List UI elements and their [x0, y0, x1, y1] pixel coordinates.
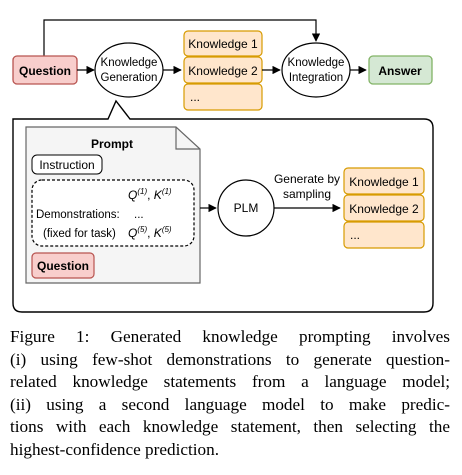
detail-knowledge-1-label: Knowledge 1: [349, 175, 419, 189]
top-knowledge-1-box: [183, 30, 263, 57]
demonstrations-label: Demonstrations:: [36, 209, 120, 221]
generated-knowledge-diagram: Question Knowledge Generation Knowledge …: [12, 19, 434, 313]
top-knowledge-1-label: Knowledge 1: [188, 37, 258, 51]
caption-line: tions with each knowledge statement, the…: [10, 417, 450, 437]
caption-line: (i) using few-shot demonstrations to gen…: [10, 349, 450, 369]
knowledge-integration-node: [281, 42, 351, 98]
knowledge-integration-label-1: Knowledge: [288, 57, 345, 69]
detail-knowledge-2-label: Knowledge 2: [349, 202, 419, 216]
demonstrations-box: [31, 179, 195, 247]
knowledge-integration-label-2: Integration: [289, 72, 343, 84]
detail-knowledge-more-label: ...: [350, 228, 360, 242]
top-knowledge-more-label: ...: [190, 90, 200, 104]
answer-label: Answer: [378, 64, 422, 78]
generate-label-1: Generate by: [274, 172, 340, 186]
top-knowledge-list: Knowledge 1 Knowledge 2 ...: [183, 30, 263, 111]
detail-callout: Prompt Instruction Q(1), K(1) Demonstrat…: [12, 99, 434, 313]
answer-box: [368, 55, 433, 85]
instruction-label: Instruction: [39, 158, 94, 172]
caption-line: Figure 1: Generated knowledge prompting …: [10, 327, 450, 346]
prompt-question-label: Question: [37, 259, 89, 273]
top-knowledge-2-label: Knowledge 2: [188, 64, 258, 78]
question-label: Question: [19, 64, 71, 78]
knowledge-generation-label-2: Generation: [101, 72, 158, 84]
top-knowledge-more-box: [183, 83, 263, 111]
demo-q1-label: Q(1), K(1): [128, 187, 172, 202]
bypass-arrow: [43, 19, 321, 56]
detail-knowledge-2-box: [343, 194, 425, 222]
fixed-for-task-label: (fixed for task): [43, 228, 116, 240]
figure-caption: Figure 1: Generated knowledge prompting …: [10, 326, 450, 462]
detail-knowledge-more-box: [343, 221, 425, 249]
detail-knowledge-1-box: [343, 167, 425, 195]
instruction-box: [31, 154, 103, 175]
demo-q5-label: Q(5), K(5): [128, 225, 172, 240]
knowledge-generation-label-1: Knowledge: [101, 57, 158, 69]
prompt-document-fold: [175, 127, 200, 150]
top-row: Question Knowledge Generation Knowledge …: [12, 19, 433, 111]
prompt-title: Prompt: [91, 137, 133, 151]
generate-label-2: sampling: [283, 187, 331, 201]
detail-knowledge-list: Knowledge 1 Knowledge 2 ...: [343, 167, 425, 249]
knowledge-generation-node: [94, 42, 164, 98]
demonstrations-ellipsis: ...: [134, 209, 144, 221]
caption-line: (ii) using a second language model to ma…: [10, 394, 450, 414]
prompt-question-box: [31, 252, 95, 279]
plm-label: PLM: [234, 201, 259, 215]
caption-line: highest-confidence prediction.: [10, 439, 220, 459]
caption-line: related knowledge statements from a lang…: [10, 372, 450, 392]
